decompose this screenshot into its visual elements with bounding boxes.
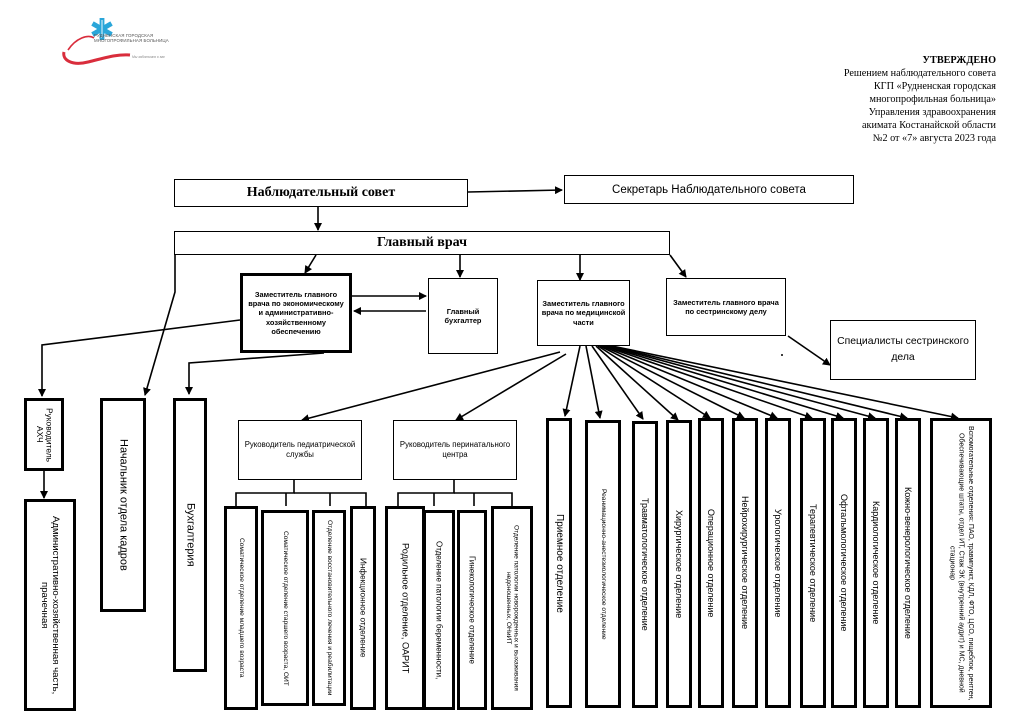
perinatal-unit-box: Отделение патологии беременности, bbox=[423, 510, 455, 710]
pediatric-unit-label: Соматическое отделение старшего возраста… bbox=[281, 530, 289, 686]
perinatal-unit-box: Родильное отделение, ОАРИТ bbox=[385, 506, 425, 710]
medical-unit-box: Хирургическое отделение bbox=[666, 420, 692, 708]
arrow-med-pediatric bbox=[301, 351, 561, 423]
approval-line: КГП «Рудненская городская bbox=[873, 81, 996, 92]
auxiliary-units-label: Вспомогательные отделения: ПАО, травмпун… bbox=[948, 425, 975, 701]
approval-block: УТВЕРЖДЕНО Решением наблюдательного сове… bbox=[786, 54, 996, 145]
medical-unit-box: Кардиологическое отделение bbox=[863, 418, 889, 708]
deputy-economic-box: Заместитель главного врача по экономичес… bbox=[240, 273, 352, 353]
approval-line: Решением наблюдательного совета bbox=[843, 68, 996, 79]
arrow-med-unit-5 bbox=[597, 345, 711, 419]
perinatal-unit-box: Отделение патологии новорожденных и выха… bbox=[491, 506, 533, 710]
approval-line: №2 от «7» августа 2023 года bbox=[872, 133, 996, 144]
medical-unit-label: Кожно-венерологическое отделение bbox=[903, 487, 914, 639]
perinatal-unit-label: Отделение патологии беременности, bbox=[434, 540, 444, 680]
perinatal-unit-label: Отделение патологии новорожденных и выха… bbox=[505, 525, 520, 691]
deputy-nursing-box: Заместитель главного врача по сестринско… bbox=[666, 278, 786, 336]
arrow-econ-axch bbox=[38, 319, 241, 397]
arrow-med-unit-1 bbox=[562, 345, 581, 417]
medical-unit-label: Операционное отделение bbox=[706, 508, 717, 618]
caduceus-star-of-life-icon bbox=[62, 18, 131, 65]
pediatric-unit-box: Инфекционное отделение bbox=[350, 506, 376, 710]
hr-head-label: Начальник отдела кадров bbox=[117, 439, 130, 571]
medical-unit-box: Реанимационно-анестезиологическое отделе… bbox=[585, 420, 621, 708]
approval-line: многопрофильная больница» bbox=[869, 94, 996, 105]
arrow-med-unit-7 bbox=[601, 345, 778, 420]
perinatal-unit-label: Гинекологическое отделение bbox=[467, 556, 477, 664]
chief-accountant-box: Главный бухгалтер bbox=[428, 278, 498, 354]
deputy-medical-box: Заместитель главного врача по медицинско… bbox=[537, 280, 630, 346]
arrow-med-perinatal bbox=[455, 353, 567, 421]
arrow-chief-hr bbox=[143, 255, 176, 396]
admin-part-box: Административно-хозяйственная часть, пра… bbox=[24, 499, 76, 711]
arrow-med-unit-4 bbox=[595, 345, 679, 421]
logo-name: Рудненская городская многопрофильная бол… bbox=[94, 33, 169, 44]
chief-doctor-box: Главный врач bbox=[174, 231, 670, 255]
board-secretary-box: Секретарь Наблюдательного совета bbox=[564, 175, 854, 204]
arrow-med-unit-3 bbox=[591, 345, 644, 420]
pediatric-unit-label: Инфекционное отделение bbox=[358, 558, 368, 658]
supervisory-board-box: Наблюдательный совет bbox=[174, 179, 468, 207]
bracket-perinatal bbox=[397, 480, 455, 506]
arrow-med-unit-8 bbox=[603, 345, 813, 420]
medical-unit-box: Нейрохирургическое отделение bbox=[732, 418, 758, 708]
arrow-med-unit-11 bbox=[609, 345, 908, 421]
medical-unit-box: Кожно-венерологическое отделение bbox=[895, 418, 921, 708]
medical-unit-box: Терапевтическое отделение bbox=[800, 418, 826, 708]
medical-unit-label: Офтальмологическое отделение bbox=[839, 494, 850, 632]
pediatric-unit-box: Соматическое отделение младшего возраста bbox=[224, 506, 258, 710]
pediatric-unit-label: Отделение восстановительного лечения и р… bbox=[325, 520, 333, 696]
approval-line: Управления здравоохранения bbox=[868, 107, 996, 118]
medical-unit-label: Терапевтическое отделение bbox=[808, 503, 819, 623]
arrow-board-secretary bbox=[467, 186, 563, 195]
head-axch-label: Руководитель АХЧ bbox=[35, 407, 55, 462]
bracket-pediatric bbox=[235, 480, 295, 506]
medical-unit-box: Урологическое отделение bbox=[765, 418, 791, 708]
medical-unit-box: Приемное отделение bbox=[546, 418, 572, 708]
hospital-logo: Рудненская городская многопрофильная бол… bbox=[58, 14, 169, 68]
arrow-med-unit-12 bbox=[611, 345, 959, 421]
medical-unit-box: Операционное отделение bbox=[698, 418, 724, 708]
perinatal-unit-label: Родильное отделение, ОАРИТ bbox=[400, 542, 411, 674]
approval-line: акимата Костанайской области bbox=[862, 120, 996, 131]
logo-tagline: Мы заботимся о вас bbox=[132, 55, 166, 59]
arrow-med-unit-10 bbox=[607, 345, 876, 421]
pediatric-unit-label: Соматическое отделение младшего возраста bbox=[237, 538, 245, 678]
medical-unit-label: Приемное отделение bbox=[553, 513, 565, 613]
medical-unit-box: Травматологическое отделение bbox=[632, 421, 658, 708]
medical-unit-label: Урологическое отделение bbox=[773, 508, 784, 618]
head-axch-box: Руководитель АХЧ bbox=[24, 398, 64, 471]
medical-unit-box: Офтальмологическое отделение bbox=[831, 418, 857, 708]
arrow-med-unit-6 bbox=[599, 345, 745, 419]
accounting-label: Бухгалтерия bbox=[184, 503, 197, 567]
arrow-med-unit-2 bbox=[585, 345, 603, 419]
hr-head-box: Начальник отдела кадров bbox=[100, 398, 146, 612]
medical-unit-label: Кардиологическое отделение bbox=[871, 501, 882, 625]
medical-unit-label: Реанимационно-анестезиологическое отделе… bbox=[599, 488, 607, 640]
arrow-chief-deputy-nurse bbox=[669, 254, 687, 278]
arrow-chief-deputy-econ bbox=[304, 254, 317, 274]
medical-unit-label: Травматологическое отделение bbox=[640, 498, 651, 631]
medical-unit-label: Хирургическое отделение bbox=[674, 509, 685, 619]
perinatal-unit-box: Гинекологическое отделение bbox=[457, 510, 487, 710]
pediatric-unit-box: Соматическое отделение старшего возраста… bbox=[261, 510, 309, 706]
auxiliary-units-box: Вспомогательные отделения: ПАО, травмпун… bbox=[930, 418, 992, 708]
nursing-specialists-box: Специалисты сестринского дела bbox=[830, 320, 976, 380]
arrow-nurse-specialists bbox=[787, 335, 831, 366]
arrow-med-unit-9 bbox=[605, 345, 844, 420]
medical-unit-label: Нейрохирургическое отделение bbox=[740, 496, 751, 630]
accounting-box: Бухгалтерия bbox=[173, 398, 207, 672]
pediatric-unit-box: Отделение восстановительного лечения и р… bbox=[312, 510, 346, 706]
admin-part-label: Административно-хозяйственная часть, пра… bbox=[39, 515, 62, 695]
arrow-econ-accounting bbox=[185, 352, 325, 395]
approval-title: УТВЕРЖДЕНО bbox=[922, 55, 996, 66]
perinatal-head-box: Руководитель перинатального центра bbox=[393, 420, 517, 480]
pediatric-head-box: Руководитель педиатрической службы bbox=[238, 420, 362, 480]
